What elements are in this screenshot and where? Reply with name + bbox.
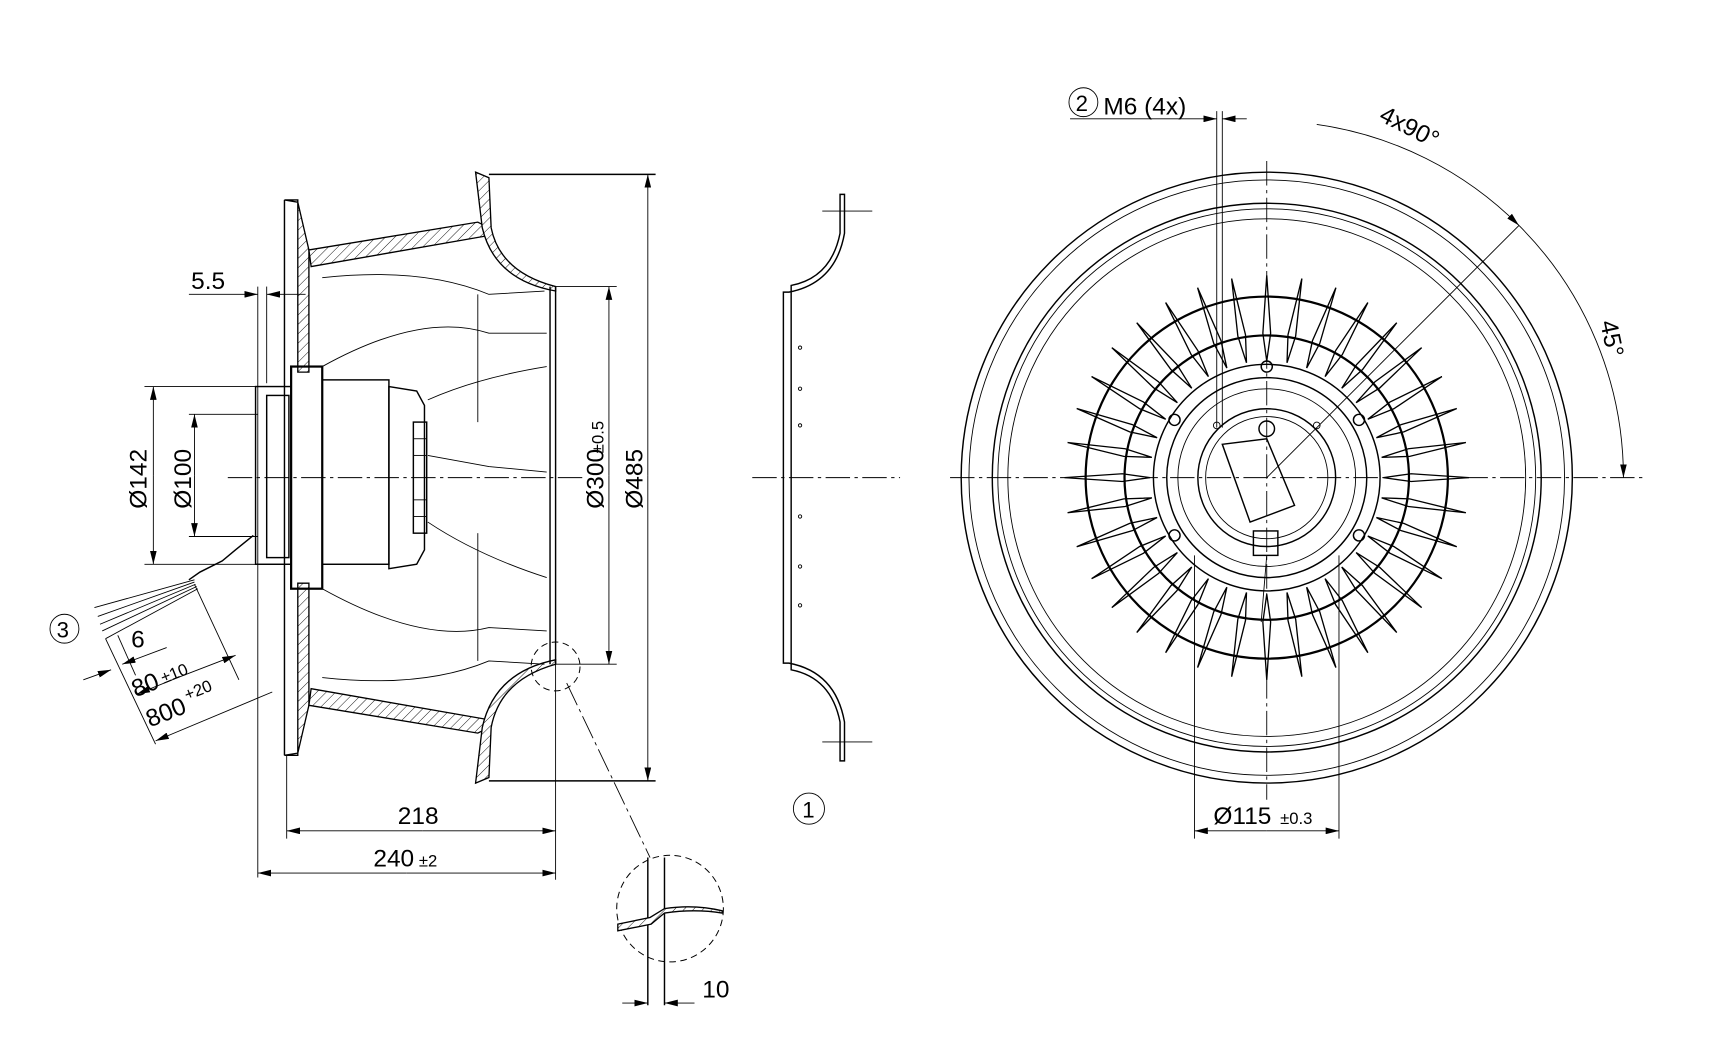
- inlet-ring-top: [474, 171, 557, 292]
- inlet-ring-profile: [782, 193, 846, 762]
- blade: [1383, 473, 1470, 483]
- svg-text:+20: +20: [181, 676, 214, 704]
- svg-text:45°: 45°: [1594, 318, 1628, 360]
- blade: [1305, 287, 1337, 369]
- angle-dims: 4x90° 45°: [1316, 101, 1628, 478]
- back-plate-lower: [284, 582, 310, 756]
- svg-text:240: 240: [373, 845, 414, 872]
- blade: [1067, 497, 1153, 514]
- svg-text:1: 1: [802, 798, 814, 823]
- blade: [1262, 594, 1272, 680]
- shroud-top: [308, 221, 490, 268]
- cable-gland: [1252, 530, 1279, 557]
- svg-text:218: 218: [398, 803, 439, 830]
- inlet-ring-view: 1: [752, 193, 901, 825]
- svg-text:±0.3: ±0.3: [1280, 809, 1312, 828]
- motor-body: [321, 379, 390, 565]
- outer-ring: [960, 171, 1574, 784]
- blade: [1286, 592, 1303, 677]
- dim-218: 218: [286, 664, 557, 880]
- svg-text:Ø142: Ø142: [126, 449, 153, 509]
- svg-text:3: 3: [57, 618, 69, 643]
- blade: [1376, 407, 1458, 439]
- blade: [1305, 586, 1337, 668]
- blade: [1286, 278, 1303, 363]
- impeller-blades: [322, 274, 547, 682]
- cable-wires: [94, 579, 199, 640]
- rotor-fins: [412, 421, 428, 534]
- dim-m6: 2 M6 (4x): [1068, 87, 1247, 428]
- blade: [1196, 586, 1228, 668]
- front-view: Ø115 ±0.3 2 M6 (4x) 4x90° 45°: [950, 87, 1645, 839]
- blade: [1076, 516, 1158, 548]
- blade: [1381, 441, 1467, 459]
- back-plate: [284, 199, 310, 373]
- callout-3: 3: [49, 613, 80, 644]
- rivet-holes: [797, 345, 803, 608]
- svg-text:6: 6: [131, 627, 145, 654]
- cable: [188, 534, 254, 581]
- blade: [1262, 275, 1272, 362]
- svg-text:Ø100: Ø100: [170, 449, 197, 509]
- svg-text:800: 800: [142, 693, 190, 733]
- inlet-ring-bottom: [474, 658, 557, 785]
- svg-text:Ø485: Ø485: [621, 449, 648, 509]
- rotor: [388, 385, 426, 570]
- dim-485: Ø485: [621, 174, 652, 781]
- dim-5-5: 5.5: [188, 268, 306, 878]
- svg-text:Ø115: Ø115: [1213, 803, 1271, 830]
- svg-text:M6 (4x): M6 (4x): [1103, 93, 1186, 120]
- cable-dims: 6 80±10 800+20: [83, 584, 273, 745]
- blade: [1230, 592, 1248, 677]
- blade: [1376, 516, 1458, 548]
- dim-142: Ø142: [126, 386, 256, 565]
- svg-text:5.5: 5.5: [191, 268, 225, 295]
- motor-flange-front: [1152, 363, 1381, 592]
- electronics-box: [1221, 437, 1296, 523]
- svg-text:4x90°: 4x90°: [1375, 101, 1443, 154]
- svg-text:±10: ±10: [158, 660, 191, 688]
- dim-115: Ø115 ±0.3: [1194, 555, 1340, 839]
- blade: [1067, 441, 1153, 459]
- callout-1: 1: [792, 792, 825, 825]
- svg-text:10: 10: [702, 976, 729, 1003]
- blade: [1064, 473, 1151, 483]
- dim-240: 240 ±2: [257, 845, 556, 877]
- shroud-bottom: [308, 687, 490, 734]
- blade: [1230, 278, 1248, 363]
- svg-text:Ø300: Ø300: [582, 449, 609, 509]
- svg-text:±0.5: ±0.5: [588, 421, 607, 453]
- svg-text:80: 80: [128, 668, 163, 703]
- blade: [1381, 497, 1467, 514]
- svg-text:±2: ±2: [419, 851, 437, 870]
- hub: [254, 385, 292, 565]
- blade: [1076, 407, 1158, 439]
- callout-2: 2: [1076, 91, 1088, 116]
- dim-100: Ø100: [170, 413, 258, 537]
- side-view: 5.5 Ø142 Ø100 3 6 80±10 800+20: [49, 171, 729, 1007]
- dim-300: Ø300±0.5: [582, 286, 613, 665]
- detail-view: 10: [530, 641, 729, 1007]
